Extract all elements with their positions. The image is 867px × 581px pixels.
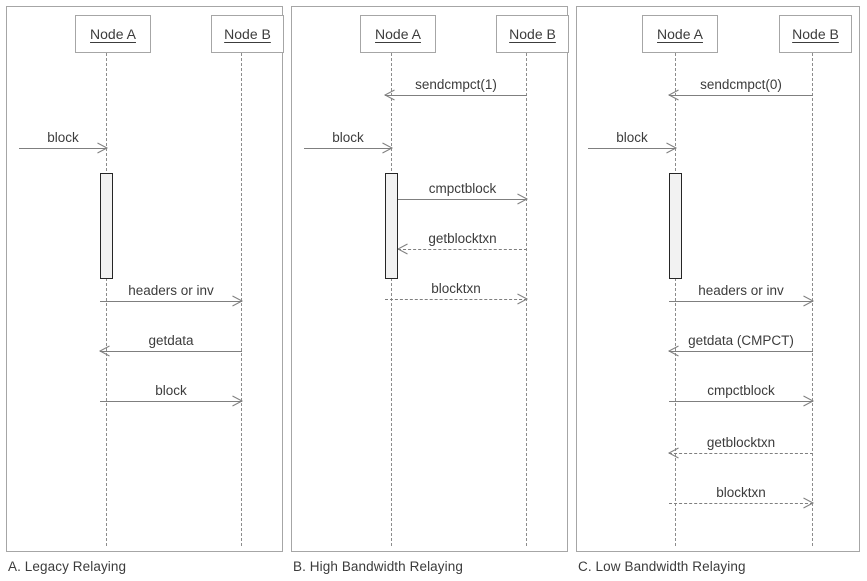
arrowhead-left-icon [396,243,408,255]
message-line [304,148,392,149]
arrowhead-right-icon [232,295,244,307]
arrowhead-left-icon [667,447,679,459]
arrowhead-left-icon [667,345,679,357]
participant-label: Node B [792,26,839,42]
message-label: blocktxn [431,280,481,296]
message-line [669,453,813,454]
panel-caption-c: C. Low Bandwidth Relaying [578,559,746,574]
panel-high-bandwidth-relaying: Node A Node B sendcmpct(1) block c [291,6,569,552]
message-line [669,351,813,352]
lifeline-node-b [812,53,813,546]
arrowhead-right-icon [97,142,109,154]
message-line [398,249,527,250]
message-line [100,401,242,402]
lifeline-node-b [241,53,242,546]
panel-caption-b: B. High Bandwidth Relaying [293,559,463,574]
participant-label: Node A [657,26,703,42]
message-label: sendcmpct(0) [700,76,782,92]
message-label: block [616,129,648,145]
participant-label: Node A [90,26,136,42]
message-label: getblocktxn [428,230,497,246]
activation-bar-node-a [385,173,398,279]
participant-node-b[interactable]: Node B [779,15,852,53]
participant-node-a[interactable]: Node A [642,15,718,53]
arrowhead-right-icon [517,293,529,305]
arrowhead-left-icon [383,89,395,101]
message-line [100,351,242,352]
arrowhead-right-icon [382,142,394,154]
message-line [385,299,527,300]
participant-node-b[interactable]: Node B [211,15,284,53]
participant-label: Node B [224,26,271,42]
arrowhead-right-icon [803,395,815,407]
message-label: sendcmpct(1) [415,76,497,92]
participant-label: Node B [509,26,556,42]
message-label: block [155,382,187,398]
message-label: cmpctblock [428,180,497,196]
arrowhead-left-icon [98,345,110,357]
arrowhead-right-icon [803,295,815,307]
panel-legacy-relaying: Node A Node B block headers or inv [6,6,284,552]
message-line [669,503,813,504]
lifeline-node-a [106,53,107,546]
message-label: getdata [148,332,194,348]
message-label: blocktxn [716,484,766,500]
activation-bar-node-a [100,173,113,279]
message-line [588,148,676,149]
message-line [669,301,813,302]
panel-caption-a: A. Legacy Relaying [8,559,127,574]
message-line [385,95,527,96]
message-line [669,401,813,402]
arrowhead-left-icon [667,89,679,101]
arrowhead-right-icon [666,142,678,154]
message-label: getdata (CMPCT) [688,332,794,348]
participant-node-a[interactable]: Node A [360,15,436,53]
message-line [669,95,813,96]
message-label: block [332,129,364,145]
arrowhead-right-icon [232,395,244,407]
lifeline-node-a [675,53,676,546]
panel-low-bandwidth-relaying: Node A Node B sendcmpct(0) block h [576,6,860,552]
message-label: headers or inv [698,282,784,298]
arrowhead-right-icon [517,193,529,205]
participant-node-a[interactable]: Node A [75,15,151,53]
arrowhead-right-icon [803,497,815,509]
participant-node-b[interactable]: Node B [496,15,569,53]
message-label: headers or inv [128,282,214,298]
message-line [19,148,107,149]
message-line [100,301,242,302]
activation-bar-node-a [669,173,682,279]
participant-label: Node A [375,26,421,42]
message-label: cmpctblock [707,382,775,398]
message-label: getblocktxn [706,434,776,450]
message-label: block [47,129,79,145]
message-line [398,199,527,200]
